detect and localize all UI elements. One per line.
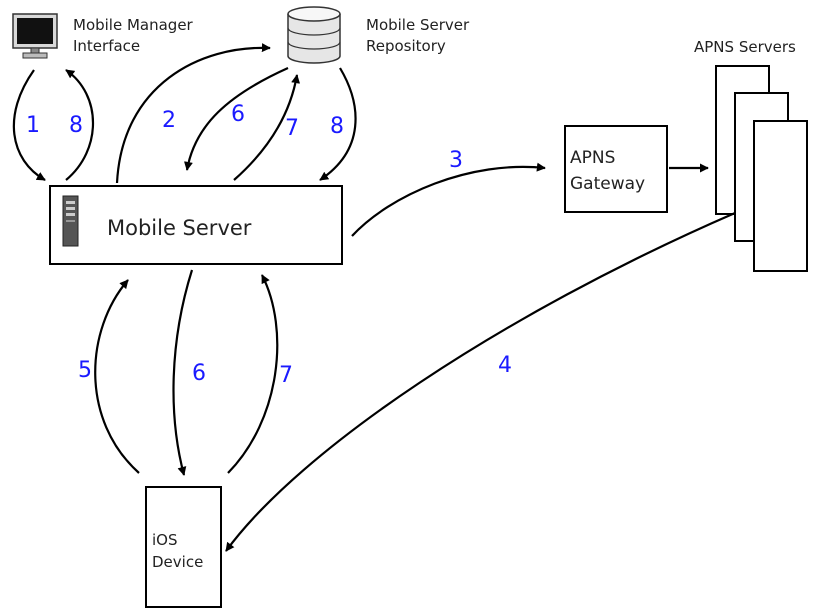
edge-device-to-server-7: [227, 274, 279, 474]
ios-device-label: iOS Device: [152, 531, 203, 571]
apns-gateway-label: APNS Gateway: [570, 148, 645, 194]
edge-repo-to-server-6: [183, 66, 289, 171]
apns-servers-stack: [715, 65, 808, 272]
step-label-4: 4: [498, 353, 512, 378]
step-label-6: 6: [231, 102, 245, 127]
server-tower-icon: [62, 195, 79, 247]
edge-manager-to-server: [12, 69, 46, 181]
monitor-icon: [12, 13, 58, 59]
step-label-7b: 7: [279, 363, 293, 388]
ios-device-box: [145, 486, 222, 608]
edge-server-to-repo-7: [233, 74, 301, 181]
step-label-3: 3: [449, 148, 463, 173]
database-icon: [287, 6, 341, 64]
edge-apns-to-device: [225, 211, 736, 552]
step-label-5: 5: [78, 358, 92, 383]
edge-server-to-repo: [115, 43, 271, 184]
edge-repo-to-server-8: [319, 67, 357, 181]
step-label-6b: 6: [192, 361, 206, 386]
step-label-8b: 8: [330, 114, 344, 139]
step-label-2: 2: [162, 108, 176, 133]
step-label-1: 1: [26, 113, 40, 138]
mobile-server-label: Mobile Server: [107, 216, 252, 240]
repository-label: Mobile Server Repository: [366, 16, 474, 55]
edge-server-to-manager: [65, 69, 94, 181]
mobile-manager-label: Mobile Manager Interface: [73, 16, 198, 55]
step-label-8: 8: [69, 113, 83, 138]
step-label-7: 7: [285, 116, 299, 141]
apns-gateway-box: [564, 125, 668, 213]
edge-server-to-device: [172, 269, 194, 476]
mobile-server-box: [49, 185, 343, 265]
apns-servers-label: APNS Servers: [694, 38, 796, 56]
edge-server-to-gateway: [351, 162, 546, 237]
edge-device-to-server: [94, 279, 140, 474]
